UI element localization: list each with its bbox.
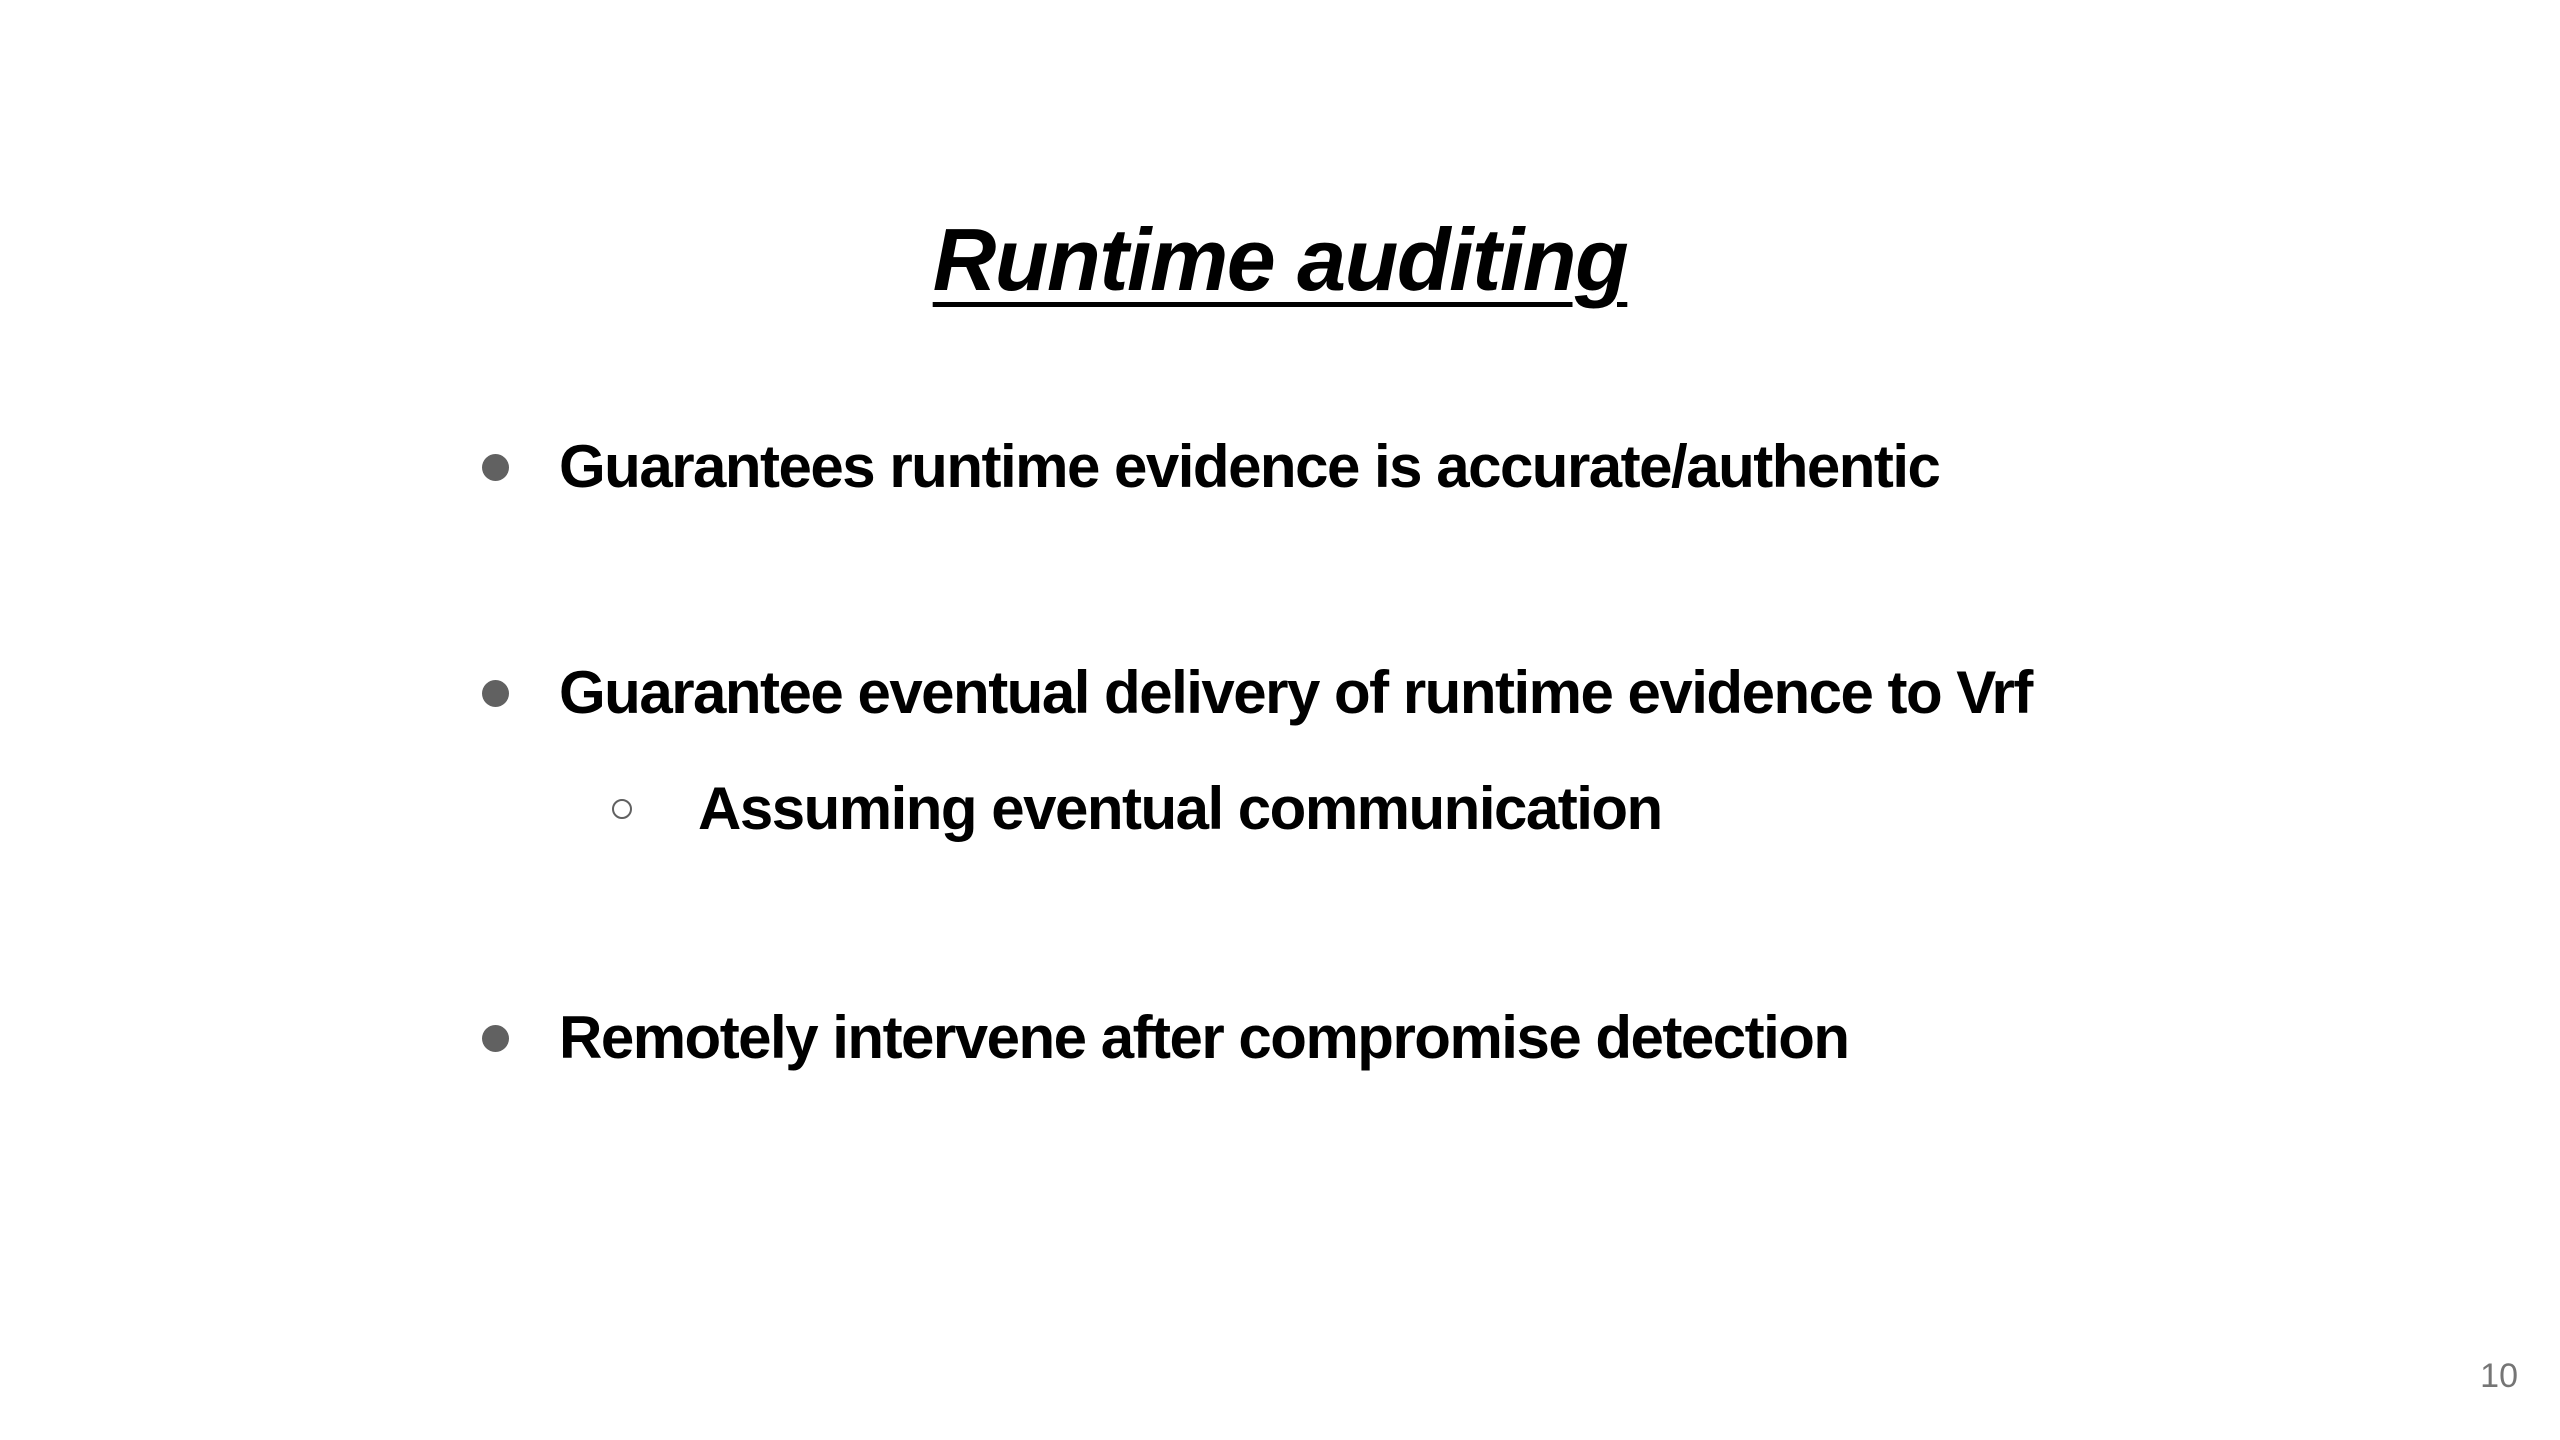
hollow-circle-bullet-icon [612,799,632,819]
page-number: 10 [2480,1357,2518,1395]
bullet-item: Guarantee eventual delivery of runtime e… [482,653,2033,733]
bullet-text: Guarantees runtime evidence is accurate/… [559,433,1941,500]
slide-title: Runtime auditing [932,210,1629,309]
filled-circle-bullet-icon [482,1024,509,1052]
bullet-text: Guarantee eventual delivery of runtime e… [559,659,2033,726]
filled-circle-bullet-icon [482,679,509,707]
sub-bullet-item: Assuming eventual communication [610,769,1663,849]
sub-bullet-text: Assuming eventual communication [698,775,1663,842]
bullet-item: Guarantees runtime evidence is accurate/… [482,427,1941,507]
bullet-item: Remotely intervene after compromise dete… [482,998,1850,1078]
bullet-text: Remotely intervene after compromise dete… [559,1004,1850,1071]
filled-circle-bullet-icon [482,453,509,481]
